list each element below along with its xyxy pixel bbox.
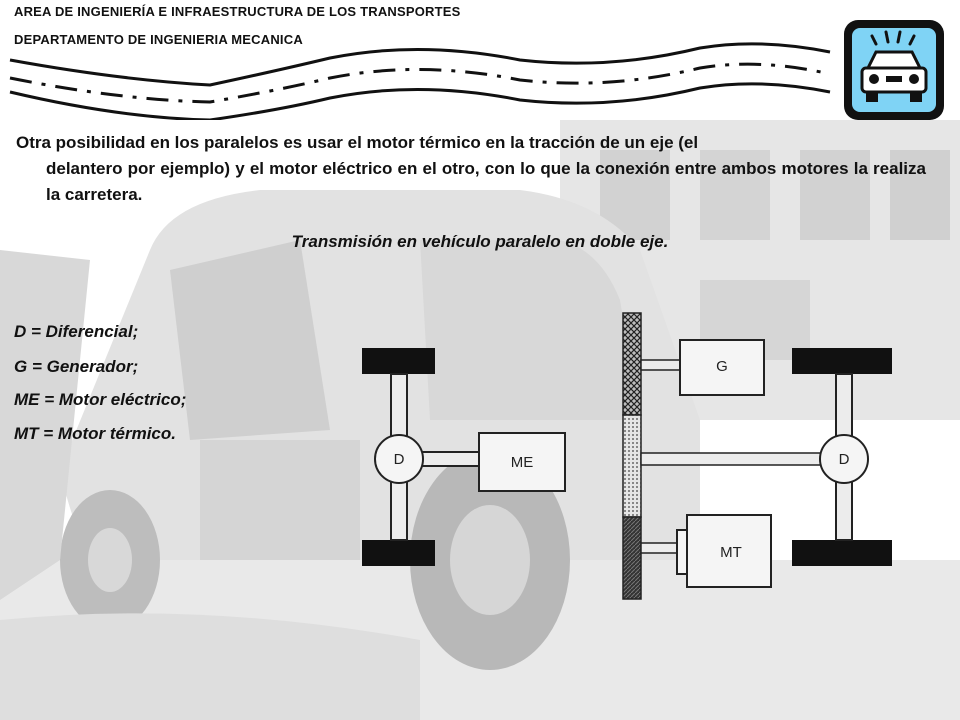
- left-differential-label: D: [394, 451, 405, 468]
- motor-thermal-box: [686, 514, 772, 588]
- right-wheel-top: [792, 348, 892, 374]
- header-department: DEPARTAMENTO DE INGENIERIA MECANICA: [14, 32, 303, 47]
- generator-box: [679, 339, 765, 396]
- road-banner: [9, 42, 831, 120]
- left-differential: [374, 434, 424, 484]
- column-upper: [622, 312, 642, 416]
- column-lower: [622, 516, 642, 600]
- motor-electric-box: [478, 432, 566, 492]
- right-connect-shaft: [640, 452, 824, 466]
- legend-item: ME = Motor eléctrico;: [14, 390, 187, 409]
- motor-electric-label: ME: [511, 454, 534, 471]
- left-motor-shaft: [420, 451, 484, 467]
- generator-shaft: [640, 359, 682, 371]
- right-differential: [819, 434, 869, 484]
- legend-item: MT = Motor térmico.: [14, 424, 176, 443]
- left-wheel-top: [362, 348, 435, 374]
- transmission-diagram: D ME G MT D: [362, 312, 892, 600]
- right-wheel-bottom: [792, 540, 892, 566]
- right-differential-label: D: [839, 451, 850, 468]
- motor-thermal-shaft: [640, 542, 678, 554]
- intro-first-line: Otra posibilidad en los paralelos es usa…: [16, 133, 699, 152]
- intro-rest: delantero por ejemplo) y el motor eléctr…: [46, 159, 926, 204]
- car-icon: [844, 20, 944, 120]
- legend-item: D = Diferencial;: [14, 322, 139, 341]
- generator-label: G: [716, 358, 728, 375]
- figure-caption: Transmisión en vehículo paralelo en dobl…: [291, 232, 669, 251]
- column-middle: [622, 414, 642, 518]
- intro-paragraph: Otra posibilidad en los paralelos es usa…: [16, 130, 926, 208]
- motor-thermal-label: MT: [720, 544, 742, 561]
- left-wheel-bottom: [362, 540, 435, 566]
- legend-item: G = Generador;: [14, 357, 139, 376]
- header-institution: AREA DE INGENIERÍA E INFRAESTRUCTURA DE …: [14, 4, 461, 19]
